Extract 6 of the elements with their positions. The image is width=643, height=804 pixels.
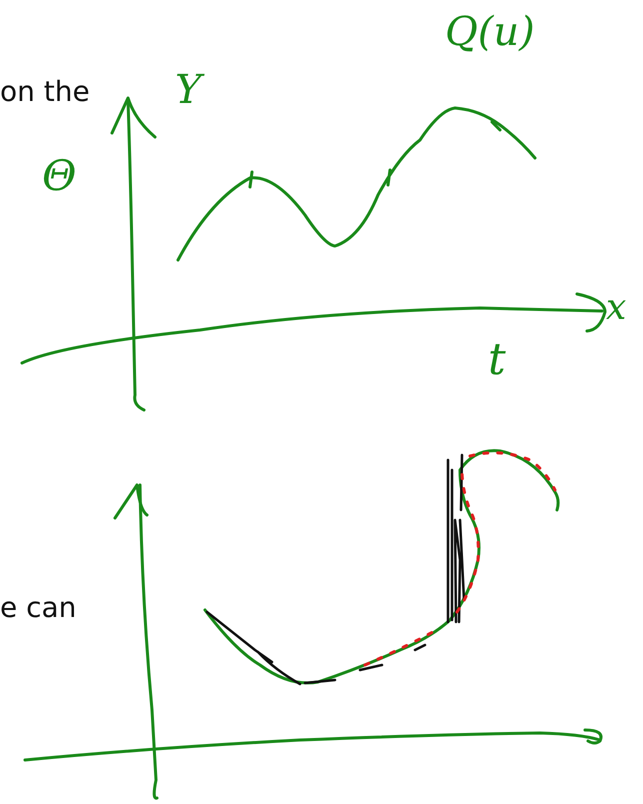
text-fragment: e can <box>0 594 76 622</box>
axis-label: x <box>606 290 626 326</box>
curve-label: Q(u) <box>445 12 535 52</box>
axis-label: Θ <box>42 155 76 197</box>
axis-label: t <box>488 338 506 382</box>
text-fragment: on the <box>0 78 90 106</box>
